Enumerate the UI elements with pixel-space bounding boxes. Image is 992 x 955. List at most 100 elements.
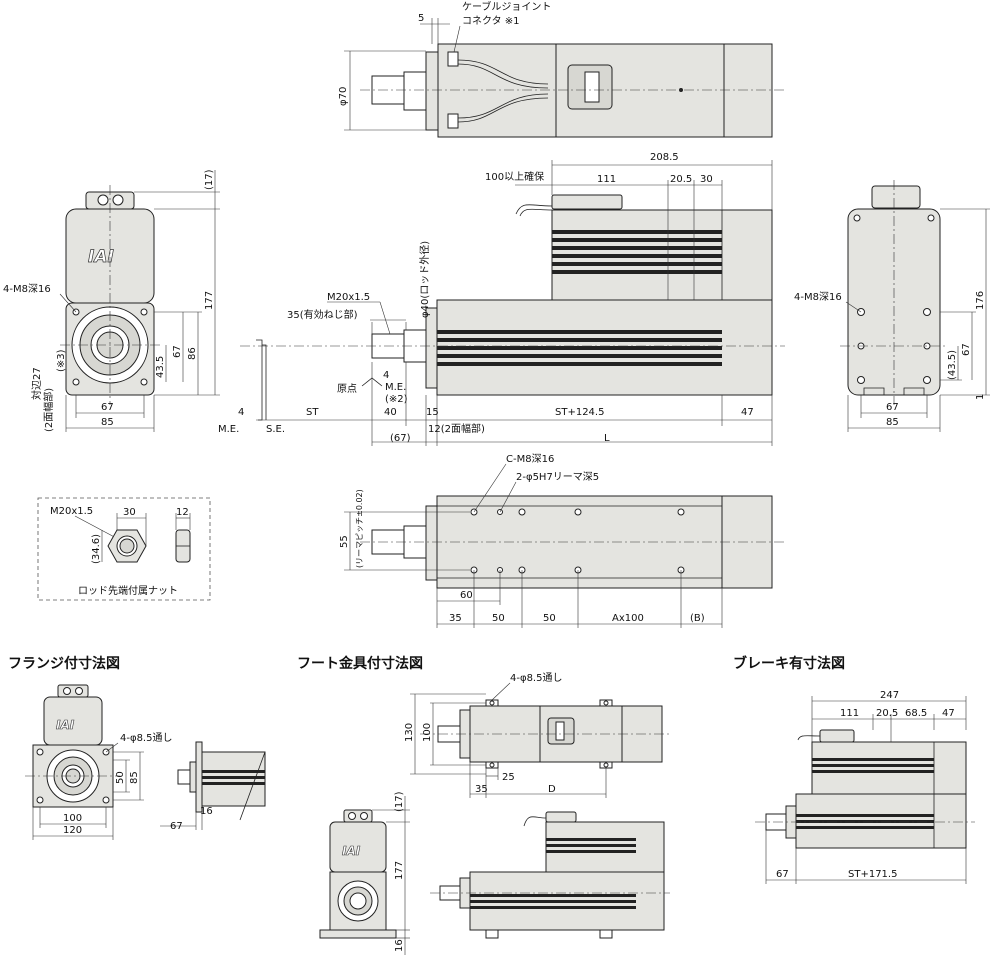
wrench-width-label: 12(2面幅部) (428, 422, 485, 435)
flange-section: フランジ付寸法図 IAI 4-φ8.5通し 50 85 100 120 (8, 655, 266, 840)
foot-dim-130: 130 (404, 723, 415, 742)
nut-dim-34-6: (34.6) (91, 534, 102, 564)
flange-dim-120: 120 (63, 825, 82, 836)
dim-40: 40 (384, 407, 397, 418)
top-view: 5 ケーブルジョイント コネクタ ※1 φ70 (338, 0, 785, 138)
main-side-view: 208.5 111 20.5 30 100以上確保 M20x1.5 35(有効ね… (218, 152, 785, 446)
nut-thread-label: M20x1.5 (50, 506, 93, 517)
brake-dim-st: ST+171.5 (848, 869, 897, 880)
dim-5: 5 (418, 13, 424, 24)
dim-208-5: 208.5 (650, 152, 679, 163)
across-flats-1: 対辺27 (30, 367, 43, 400)
foot-dim-177: 177 (394, 861, 405, 880)
tap-label-right: 4-M8深16 (794, 291, 842, 303)
foot-dim-35: 35 (475, 784, 488, 795)
dim-85: 85 (101, 417, 114, 428)
right-dim-67-vertical: 67 (961, 343, 972, 356)
nut-inset: M20x1.5 30 12 (34.6) ロッド先端付属ナット (37, 497, 211, 601)
dim-67-paren: (67) (390, 433, 411, 444)
origin-label: 原点 (337, 383, 357, 395)
dim-ax100: Ax100 (612, 613, 644, 624)
brake-dim-111: 111 (840, 708, 859, 719)
dim-15: 15 (426, 407, 439, 418)
nut-dim-12: 12 (176, 507, 189, 518)
dim-60: 60 (460, 590, 473, 601)
dim-177: 177 (204, 291, 215, 310)
dim-4-bottom: 4 (238, 407, 244, 418)
nut-dim-30: 30 (123, 507, 136, 518)
flange-dim-16: 16 (200, 806, 213, 817)
foot-dim-d: D (548, 784, 556, 795)
dim-4-top: 4 (383, 370, 389, 381)
brake-dim-20-5: 20.5 (876, 708, 898, 719)
dim-17: (17) (204, 169, 215, 190)
front-view-left: IAI (17) 177 86 67 43.5 67 85 4-M8深16 (3, 169, 220, 432)
length-l: L (604, 433, 610, 444)
across-flats-3: (※3) (56, 349, 67, 372)
iai-logo-foot: IAI (342, 844, 361, 858)
clearance-label: 100以上確保 (485, 170, 544, 183)
actuator-fins (437, 330, 722, 366)
se-label: S.E. (266, 424, 285, 435)
foot-bracket (319, 929, 397, 939)
flange-dim-85: 85 (129, 771, 140, 784)
right-dim-43-5: (43.5) (947, 350, 958, 380)
ream-pitch-label: (リーマピッチ±0.02) (355, 489, 364, 568)
brake-title: ブレーキ有寸法図 (733, 655, 845, 672)
foot-holes-label: 4-φ8.5通し (510, 672, 562, 684)
dim-35: 35 (449, 613, 462, 624)
across-flats-2: (2面幅部) (42, 388, 55, 432)
brake-dim-247: 247 (880, 690, 899, 701)
effective-thread-label: 35(有効ねじ部) (287, 308, 358, 321)
dim-30: 30 (700, 174, 713, 185)
ream-label: 2-φ5H7リーマ深5 (516, 471, 599, 483)
dim-20-5: 20.5 (670, 174, 692, 185)
right-dim-67: 67 (886, 402, 899, 413)
foot-dim-25: 25 (502, 772, 515, 783)
flange-dim-100: 100 (63, 813, 82, 824)
dim-67-vertical: 67 (172, 345, 183, 358)
brake-section: ブレーキ有寸法図 247 111 20.5 68.5 47 67 ST+171.… (733, 655, 975, 884)
flange-holes-label: 4-φ8.5通し (120, 732, 172, 744)
foot-dim-16: 16 (394, 939, 405, 952)
tap-label-left: 4-M8深16 (3, 283, 51, 295)
cable (515, 204, 553, 215)
foot-dim-100: 100 (422, 723, 433, 742)
flange-title: フランジ付寸法図 (8, 655, 120, 672)
dim-86: 86 (187, 347, 198, 360)
nut-caption: ロッド先端付属ナット (78, 584, 178, 597)
me-label: M.E. (218, 424, 239, 435)
dim-55: 55 (339, 535, 350, 548)
top-rod-nut (403, 71, 427, 111)
brake-dim-67: 67 (776, 869, 789, 880)
motor-fins (552, 230, 722, 274)
dim-st-124-5: ST+124.5 (555, 407, 604, 418)
right-end-view: 176 67 (43.5) 1 67 85 4-M8深16 (794, 180, 990, 432)
foot-dim-17: (17) (394, 791, 405, 812)
rod-dia-label: φ40(ロッド外径) (418, 241, 431, 318)
right-dim-85: 85 (886, 417, 899, 428)
me-bracket (256, 339, 267, 421)
foot-section: フート金具付寸法図 4-φ8.5通し 130 100 25 35 (297, 655, 670, 955)
iai-logo-flange: IAI (56, 718, 75, 732)
brake-dim-68-5: 68.5 (905, 708, 927, 719)
dim-50-a: 50 (492, 613, 505, 624)
dim-50-b: 50 (543, 613, 556, 624)
right-dim-1: 1 (975, 394, 986, 400)
rod-thread-label: M20x1.5 (327, 292, 370, 303)
st-label: ST (306, 407, 319, 418)
brake-motor (811, 741, 967, 795)
brake-dim-47: 47 (942, 708, 955, 719)
iai-logo: IAI (88, 247, 114, 267)
c-tap-label: C-M8深16 (506, 453, 554, 465)
dim-111: 111 (597, 174, 616, 185)
flange-dim-67: 67 (170, 821, 183, 832)
dim-67: 67 (101, 402, 114, 413)
flange-dim-50: 50 (115, 771, 126, 784)
bottom-view: C-M8深16 2-φ5H7リーマ深5 55 (リーマピッチ±0.02) 60 … (339, 453, 785, 628)
cable-joint-label-2: コネクタ ※1 (462, 15, 520, 27)
me-note-ref: (※2) (385, 394, 408, 405)
dim-phi70: φ70 (338, 87, 349, 106)
